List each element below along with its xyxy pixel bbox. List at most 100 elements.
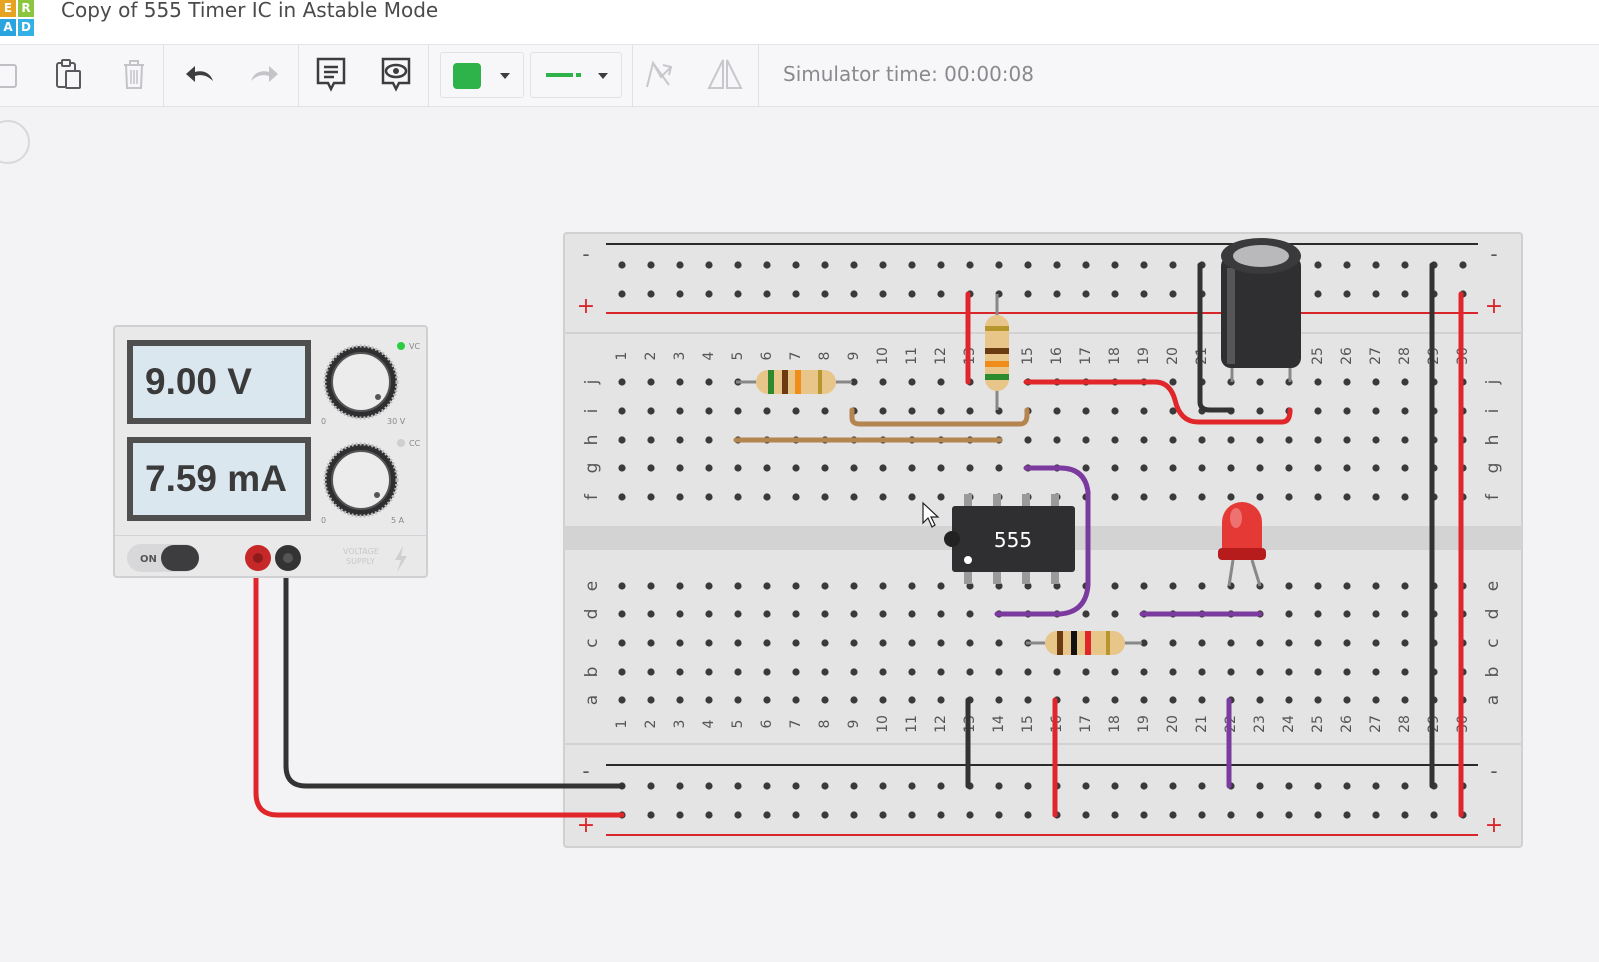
breadboard-hole[interactable] — [908, 696, 916, 704]
breadboard-hole[interactable] — [1198, 582, 1206, 590]
breadboard-hole[interactable] — [1227, 493, 1235, 501]
breadboard-hole[interactable] — [850, 582, 858, 590]
breadboard-hole[interactable] — [1140, 668, 1148, 676]
breadboard-hole[interactable] — [1343, 261, 1351, 269]
breadboard-hole[interactable] — [1082, 290, 1090, 298]
breadboard-hole[interactable] — [1372, 407, 1380, 415]
breadboard-hole[interactable] — [734, 696, 742, 704]
breadboard-hole[interactable] — [821, 407, 829, 415]
breadboard-hole[interactable] — [1169, 493, 1177, 501]
breadboard-hole[interactable] — [734, 407, 742, 415]
breadboard-hole[interactable] — [937, 668, 945, 676]
breadboard-hole[interactable] — [1314, 811, 1322, 819]
breadboard-hole[interactable] — [676, 610, 684, 618]
breadboard-hole[interactable] — [676, 464, 684, 472]
breadboard-hole[interactable] — [792, 696, 800, 704]
breadboard-hole[interactable] — [1169, 290, 1177, 298]
breadboard-hole[interactable] — [1372, 782, 1380, 790]
breadboard-hole[interactable] — [647, 696, 655, 704]
paste-button[interactable] — [47, 53, 89, 95]
breadboard-hole[interactable] — [1343, 668, 1351, 676]
breadboard-hole[interactable] — [1256, 639, 1264, 647]
breadboard-hole[interactable] — [734, 782, 742, 790]
breadboard-hole[interactable] — [1314, 290, 1322, 298]
breadboard-hole[interactable] — [1227, 811, 1235, 819]
breadboard-hole[interactable] — [995, 668, 1003, 676]
breadboard-hole[interactable] — [1314, 639, 1322, 647]
breadboard-hole[interactable] — [618, 582, 626, 590]
breadboard-hole[interactable] — [995, 639, 1003, 647]
view-button[interactable] — [375, 53, 417, 95]
breadboard-hole[interactable] — [705, 696, 713, 704]
breadboard-hole[interactable] — [995, 696, 1003, 704]
breadboard-hole[interactable] — [763, 639, 771, 647]
breadboard-hole[interactable] — [647, 464, 655, 472]
breadboard-hole[interactable] — [647, 493, 655, 501]
breadboard-hole[interactable] — [792, 639, 800, 647]
breadboard-hole[interactable] — [1256, 782, 1264, 790]
led-red[interactable] — [1218, 502, 1266, 587]
breadboard-hole[interactable] — [1198, 639, 1206, 647]
breadboard-hole[interactable] — [734, 610, 742, 618]
breadboard-hole[interactable] — [1401, 639, 1409, 647]
breadboard-hole[interactable] — [676, 378, 684, 386]
breadboard-hole[interactable] — [792, 261, 800, 269]
breadboard-hole[interactable] — [792, 668, 800, 676]
breadboard-hole[interactable] — [1256, 407, 1264, 415]
breadboard-hole[interactable] — [1372, 811, 1380, 819]
breadboard-hole[interactable] — [1430, 811, 1438, 819]
breadboard-hole[interactable] — [1053, 668, 1061, 676]
breadboard-hole[interactable] — [1024, 436, 1032, 444]
wire-type-dropdown[interactable] — [530, 52, 622, 98]
breadboard-hole[interactable] — [1256, 378, 1264, 386]
breadboard-hole[interactable] — [1082, 610, 1090, 618]
redo-button[interactable] — [243, 53, 285, 95]
breadboard-hole[interactable] — [850, 261, 858, 269]
breadboard-hole[interactable] — [763, 261, 771, 269]
breadboard-hole[interactable] — [821, 261, 829, 269]
breadboard-hole[interactable] — [1169, 696, 1177, 704]
breadboard-hole[interactable] — [966, 261, 974, 269]
breadboard-hole[interactable] — [908, 582, 916, 590]
breadboard-hole[interactable] — [734, 811, 742, 819]
breadboard-hole[interactable] — [1169, 668, 1177, 676]
breadboard-hole[interactable] — [908, 261, 916, 269]
breadboard-hole[interactable] — [1401, 261, 1409, 269]
breadboard-hole[interactable] — [647, 407, 655, 415]
rotate-button[interactable] — [637, 53, 679, 95]
breadboard-hole[interactable] — [676, 290, 684, 298]
breadboard-hole[interactable] — [1111, 668, 1119, 676]
breadboard-hole[interactable] — [1198, 464, 1206, 472]
breadboard-hole[interactable] — [1401, 668, 1409, 676]
breadboard-hole[interactable] — [1227, 436, 1235, 444]
breadboard-hole[interactable] — [1082, 811, 1090, 819]
breadboard-hole[interactable] — [1372, 290, 1380, 298]
breadboard-hole[interactable] — [763, 290, 771, 298]
breadboard-hole[interactable] — [908, 610, 916, 618]
breadboard-hole[interactable] — [879, 378, 887, 386]
breadboard-hole[interactable] — [763, 464, 771, 472]
breadboard-hole[interactable] — [995, 811, 1003, 819]
breadboard-hole[interactable] — [1401, 582, 1409, 590]
breadboard-hole[interactable] — [821, 639, 829, 647]
wire-red-supply[interactable] — [253, 554, 625, 818]
breadboard-hole[interactable] — [1169, 378, 1177, 386]
breadboard-hole[interactable] — [1198, 782, 1206, 790]
breadboard-hole[interactable] — [1227, 639, 1235, 647]
breadboard-hole[interactable] — [908, 464, 916, 472]
breadboard-hole[interactable] — [1111, 582, 1119, 590]
breadboard-hole[interactable] — [1140, 407, 1148, 415]
breadboard-hole[interactable] — [1285, 493, 1293, 501]
breadboard-hole[interactable] — [792, 610, 800, 618]
breadboard-hole[interactable] — [618, 436, 626, 444]
breadboard-hole[interactable] — [618, 290, 626, 298]
breadboard-hole[interactable] — [1024, 261, 1032, 269]
breadboard-hole[interactable] — [1198, 696, 1206, 704]
breadboard-hole[interactable] — [676, 696, 684, 704]
breadboard-hole[interactable] — [879, 639, 887, 647]
breadboard-hole[interactable] — [1169, 811, 1177, 819]
breadboard-hole[interactable] — [1372, 610, 1380, 618]
breadboard-hole[interactable] — [850, 782, 858, 790]
breadboard-hole[interactable] — [937, 811, 945, 819]
breadboard-hole[interactable] — [908, 407, 916, 415]
